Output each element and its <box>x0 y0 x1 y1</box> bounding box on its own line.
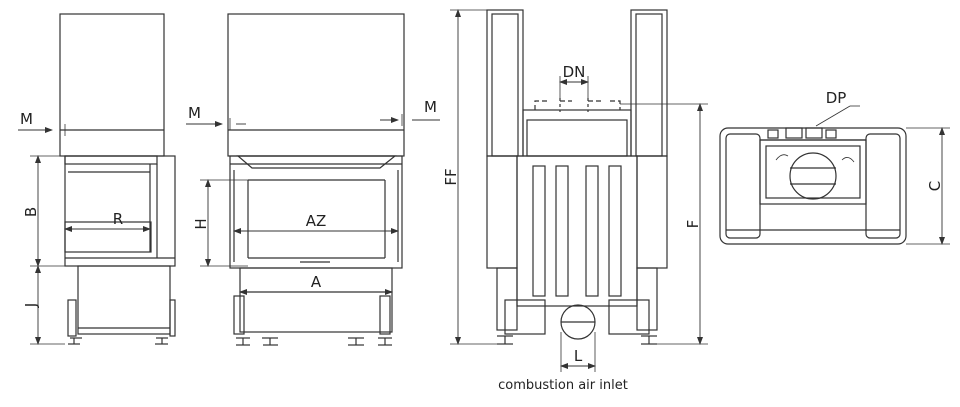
label-m-front-left: M <box>188 104 201 122</box>
dimension-labels: M B R J M H AZ A M FF DN F L DP C <box>20 63 944 365</box>
label-c: C <box>926 181 944 191</box>
label-dp: DP <box>826 89 847 107</box>
front-view <box>186 13 440 346</box>
combustion-air-inlet-caption: combustion air inlet <box>498 378 628 393</box>
label-r: R <box>113 210 123 228</box>
label-az: AZ <box>306 212 327 230</box>
side-view <box>18 13 176 345</box>
label-m-front-right: M <box>424 98 437 116</box>
label-h: H <box>192 218 210 229</box>
label-f: F <box>684 220 702 229</box>
label-b: B <box>22 207 40 217</box>
label-l: L <box>574 347 583 365</box>
label-dn: DN <box>563 63 586 81</box>
label-j: J <box>22 303 40 308</box>
label-a: A <box>311 273 322 291</box>
top-view <box>719 105 950 245</box>
label-ff: FF <box>442 168 460 185</box>
back-view <box>450 9 708 372</box>
label-m-side: M <box>20 110 33 128</box>
